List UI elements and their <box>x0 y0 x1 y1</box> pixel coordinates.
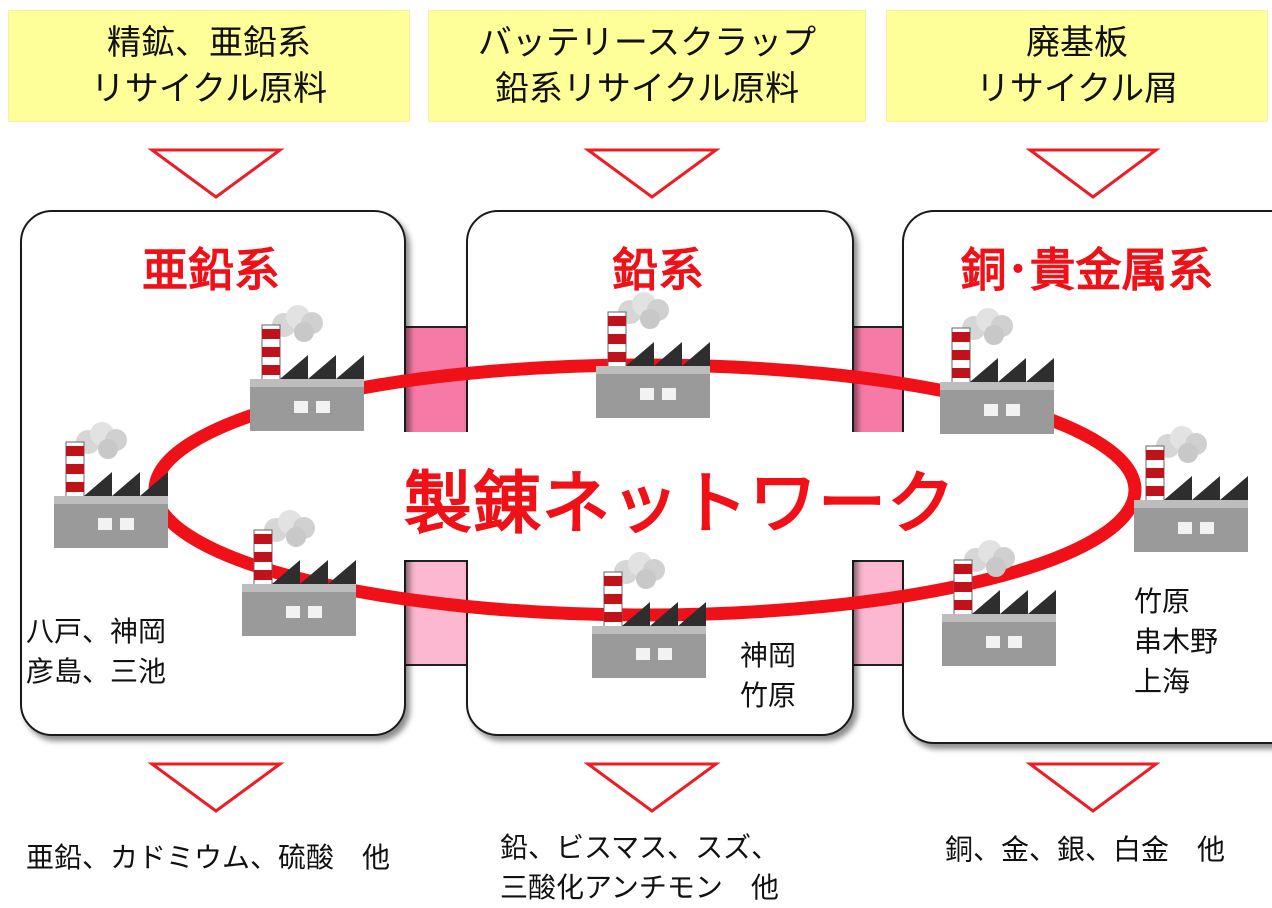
arrow-input-lead <box>583 148 721 199</box>
location-line: 竹原 <box>1134 585 1191 618</box>
arrow-input-copper <box>1025 148 1161 199</box>
network-label: 製錬ネットワーク <box>404 465 957 544</box>
outputs-copper: 銅、金、銀、白金 他 <box>900 830 1270 870</box>
location-line: 竹原 <box>740 679 797 712</box>
input-lead-line2: 鉛系リサイクル原料 <box>494 69 800 109</box>
locations-zinc: 八戸、神岡 彦島、三池 <box>26 612 166 692</box>
panel-title-copper: 銅･貴金属系 <box>960 243 1214 297</box>
locations-copper: 竹原 串木野 上海 <box>1134 582 1218 702</box>
factory-icon <box>1133 425 1249 553</box>
bridge-lead-copper-bottom <box>848 560 904 666</box>
arrow-output-zinc <box>147 762 285 813</box>
input-zinc-line2: リサイクル原料 <box>90 69 328 109</box>
input-box-zinc: 精鉱、亜鉛系 リサイクル原料 <box>8 10 410 122</box>
output-line: 鉛、ビスマス、スズ、 <box>500 831 780 864</box>
input-lead-line1: バッテリースクラップ <box>477 23 817 63</box>
input-box-lead: バッテリースクラップ 鉛系リサイクル原料 <box>428 10 866 122</box>
arrow-input-zinc <box>147 148 285 199</box>
factory-icon <box>939 307 1055 435</box>
location-line: 八戸、神岡 <box>26 615 167 648</box>
output-line: 三酸化アンチモン 他 <box>500 871 779 904</box>
location-line: 神岡 <box>740 639 797 672</box>
panel-title-zinc: 亜鉛系 <box>142 243 280 297</box>
panel-title-lead: 鉛系 <box>612 243 704 297</box>
input-zinc-line1: 精鉱、亜鉛系 <box>107 23 311 63</box>
output-line: 銅、金、銀、白金 他 <box>944 833 1225 866</box>
bridge-zinc-lead-bottom <box>402 560 468 666</box>
factory-icon <box>241 509 357 637</box>
location-line: 串木野 <box>1134 625 1219 658</box>
input-copper-line2: リサイクル屑 <box>975 69 1179 109</box>
factory-icon <box>595 291 711 419</box>
outputs-lead: 鉛、ビスマス、スズ、 三酸化アンチモン 他 <box>470 828 840 908</box>
input-copper-line1: 廃基板 <box>1026 23 1128 63</box>
location-line: 上海 <box>1134 665 1191 698</box>
arrow-output-lead <box>583 762 721 813</box>
input-box-copper: 廃基板 リサイクル屑 <box>886 10 1268 122</box>
location-line: 彦島、三池 <box>26 655 167 688</box>
arrow-output-copper <box>1025 762 1161 813</box>
factory-icon <box>249 304 365 432</box>
outputs-zinc: 亜鉛、カドミウム、硫酸 他 <box>18 838 398 878</box>
output-line: 亜鉛、カドミウム、硫酸 他 <box>25 841 390 874</box>
locations-lead: 神岡 竹原 <box>740 636 796 716</box>
